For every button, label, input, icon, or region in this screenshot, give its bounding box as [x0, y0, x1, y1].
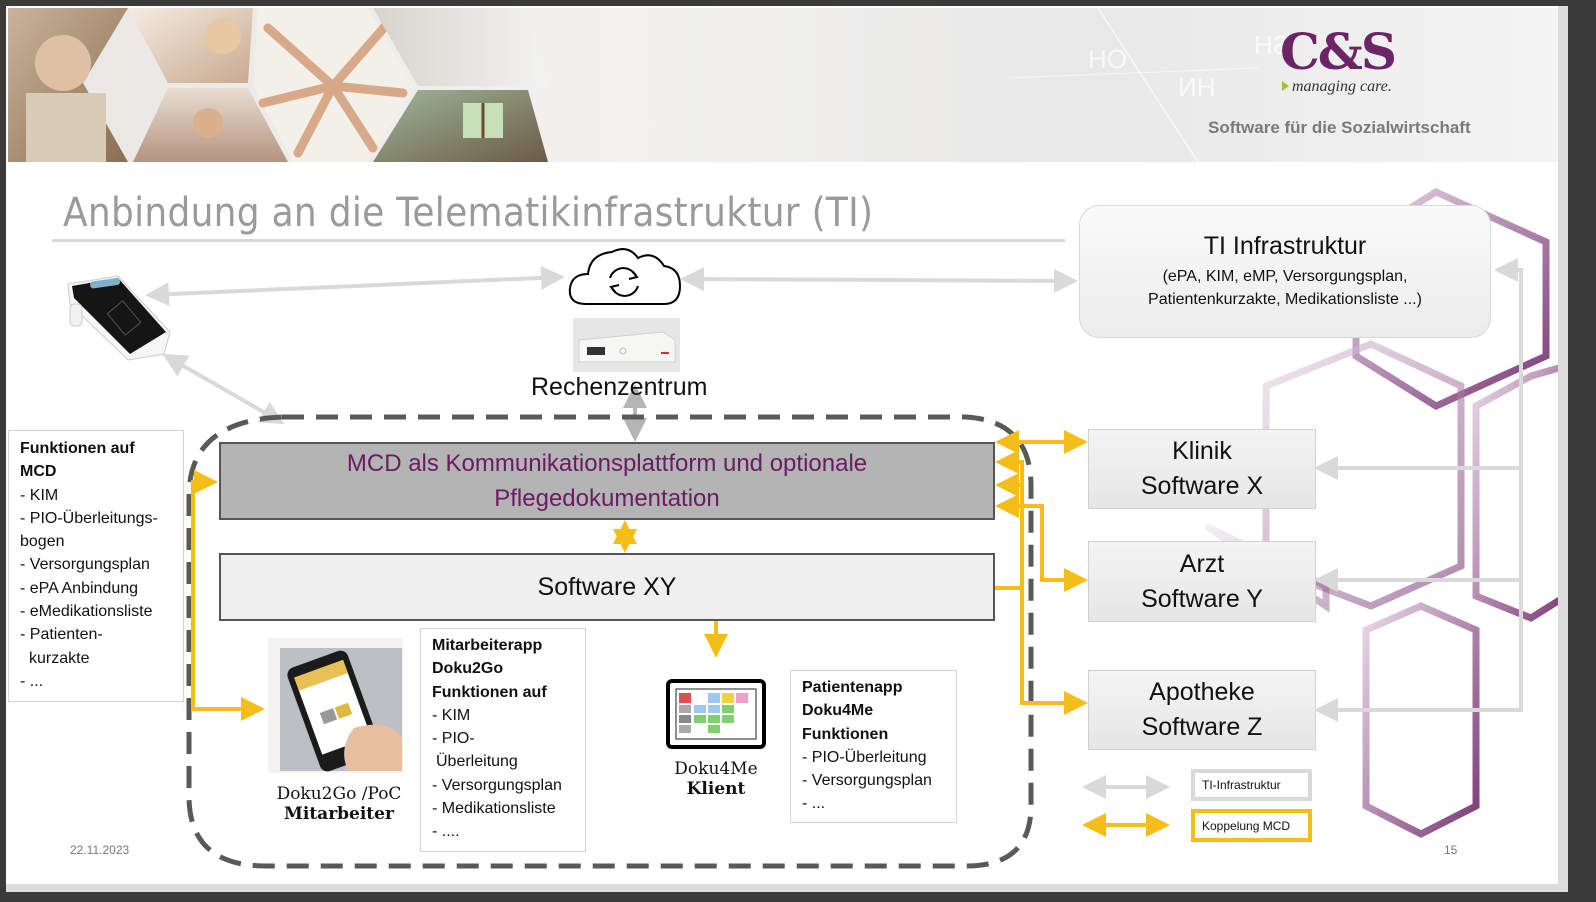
node-label: Apotheke [1149, 678, 1255, 706]
arrow-terminal-mcd [162, 354, 285, 424]
external-node-klinik: Klinik Software X [1088, 429, 1316, 509]
legend-label: Koppelung MCD [1202, 818, 1291, 833]
list-item: Überleitung [436, 753, 518, 771]
list-heading: Funktionen [802, 725, 889, 743]
arrow-cloud-ti [680, 267, 1078, 293]
tagline-text: managing care. [1292, 78, 1392, 95]
background-glyph: ИН [1178, 72, 1216, 102]
caption-line: Klient [686, 779, 746, 799]
arrow-mcd-apotheke [995, 450, 1088, 715]
list-item: - Patienten- [20, 626, 103, 644]
list-item: - PIO- [432, 730, 475, 748]
list-item: - Versorgungsplan [432, 776, 562, 794]
arrow-mcd-doku2go [191, 470, 265, 721]
node-label: Software Z [1141, 713, 1263, 741]
mcd-functions-list: Funktionen auf MCD - KIM - PIO-Überleitu… [8, 430, 184, 702]
list-item: - .... [432, 823, 460, 841]
ti-infrastructure-node: TI Infrastruktur (ePA, KIM, eMP, Versorg… [1079, 205, 1491, 338]
photo-tech [373, 8, 548, 86]
doku2go-caption: Doku2Go /PoC Mitarbeiter [264, 784, 414, 824]
list-heading: MCD [20, 463, 57, 481]
list-item: kurzakte [29, 649, 90, 667]
external-node-apotheke: Apotheke Software Z [1088, 670, 1316, 750]
photo-room [373, 90, 548, 162]
datacenter-label: Rechenzentrum [531, 373, 708, 401]
list-item: bogen [20, 533, 65, 551]
external-node-arzt: Arzt Software Y [1088, 541, 1316, 622]
list-item: - PIO-Überleitung [802, 748, 927, 766]
list-item: - KIM [20, 486, 59, 504]
mcd-label-line2: Pflegedokumentation [494, 485, 720, 512]
list-item: - ... [802, 795, 826, 813]
doku4me-functions-list: Patientenapp Doku4Me Funktionen - PIO-Üb… [790, 670, 957, 823]
smartphone-app-icon [268, 638, 403, 773]
title-divider [52, 239, 1065, 242]
mcd-label-line1: MCD als Kommunikationsplattform und opti… [346, 450, 868, 477]
slide-date: 22.11.2023 [70, 843, 130, 857]
arrow-ti-arzt [1314, 468, 1523, 592]
caption-line: Doku4Me [674, 759, 758, 779]
caption-line: Doku2Go /PoC [276, 784, 402, 804]
page-title: Anbindung an die Telematikinfrastruktur … [63, 190, 874, 236]
list-item: - KIM [432, 706, 471, 724]
logo-mark: C&S [1280, 22, 1397, 81]
list-item: - Medikationsliste [432, 800, 556, 818]
legend-koppelung-mcd: Koppelung MCD [1191, 809, 1312, 842]
brand-logo: C&S managing care. [1280, 26, 1420, 96]
caption-line: Mitarbeiter [284, 804, 394, 824]
list-item: - ePA Anbindung [20, 579, 139, 597]
list-heading: Doku4Me [802, 702, 874, 720]
ti-connector-icon [573, 318, 680, 372]
tablet-app-icon [666, 679, 766, 749]
list-item: - eMedikationsliste [20, 603, 153, 621]
software-xy-label: Software XY [537, 572, 677, 601]
list-heading: Mitarbeiterapp [432, 637, 543, 654]
list-heading: Doku2Go [432, 660, 504, 678]
card-terminal-icon [67, 275, 171, 361]
node-label: Software Y [1141, 584, 1263, 613]
background-glyph: НО [1088, 44, 1127, 74]
slide: НО ИН SH C&S managing care. Software für… [6, 6, 1568, 892]
logo-tagline: managing care. [1282, 78, 1420, 96]
doku2go-functions-list: Mitarbeiterapp Doku2Go Funktionen auf - … [420, 628, 586, 852]
node-label: Klinik [1172, 437, 1232, 465]
diagram-connectors [67, 188, 1558, 869]
list-heading: Patientenapp [802, 679, 903, 696]
arrow-ti-apotheke [1314, 580, 1523, 722]
banner-photo-collage [8, 8, 1259, 162]
slide-page-number: 15 [1444, 843, 1458, 857]
list-heading: Funktionen auf [432, 683, 547, 701]
list-heading: Funktionen auf [20, 440, 135, 457]
cloud-sync-icon [568, 248, 682, 305]
arrow-ti-bus [1314, 258, 1523, 480]
header-banner: НО ИН SH C&S managing care. Software für… [8, 8, 1558, 162]
list-item: - PIO-Überleitungs- [20, 509, 158, 527]
arrow-mcd-arzt [995, 494, 1088, 592]
software-xy-node: Software XY [219, 553, 995, 621]
doku4me-caption: Doku4Me Klient [661, 759, 771, 799]
node-label: Software X [1140, 472, 1264, 500]
node-label: Arzt [1179, 549, 1225, 578]
ti-infrastructure-subtitle: Patientenkurzakte, Medikationsliste ...) [1148, 291, 1422, 308]
legend-ti-infrastruktur: TI-Infrastruktur [1191, 769, 1312, 801]
arrow-terminal-cloud [145, 265, 565, 307]
mcd-platform-node: MCD als Kommunikationsplattform und opti… [219, 442, 995, 520]
list-item: - Versorgungsplan [20, 556, 150, 574]
brand-subtitle: Software für die Sozialwirtschaft [1208, 118, 1471, 137]
list-item: - Versorgungsplan [802, 772, 932, 790]
list-item: - ... [20, 672, 44, 690]
legend-label: TI-Infrastruktur [1202, 778, 1281, 792]
ti-infrastructure-subtitle: (ePA, KIM, eMP, Versorgungsplan, [1162, 268, 1408, 285]
play-triangle-icon [1282, 81, 1289, 91]
ti-infrastructure-title: TI Infrastruktur [1203, 232, 1367, 260]
